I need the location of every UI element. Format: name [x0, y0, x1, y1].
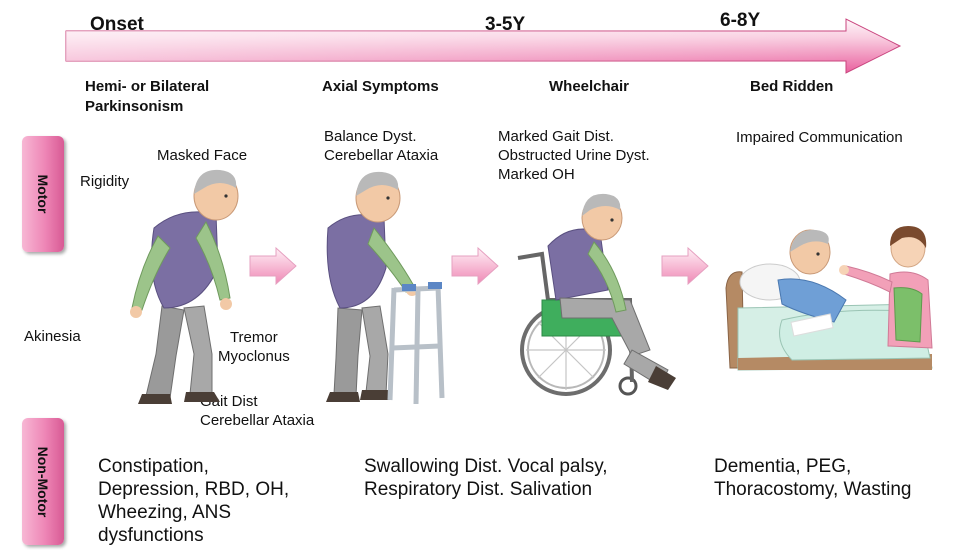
- nonmotor-tab-label: Non-Motor: [35, 446, 51, 517]
- bedridden-patient-illustration: [722, 218, 942, 388]
- timeline-mid-label: 3-5Y: [485, 14, 525, 36]
- stage-heading-wheelchair: Wheelchair: [549, 77, 629, 97]
- stage-heading-parkinsonism: Hemi- or Bilateral Parkinsonism: [85, 77, 209, 117]
- motor-tab-label: Motor: [35, 175, 51, 214]
- parkinsonism-patient-illustration: [120, 158, 260, 408]
- axial-patient-walker-illustration: [318, 158, 458, 408]
- wheelchair-patient-illustration: [500, 150, 690, 400]
- timeline-late-label: 6-8Y: [720, 10, 760, 32]
- nonmotor-mid: Swallowing Dist. Vocal palsy, Respirator…: [364, 455, 608, 501]
- nonmotor-early: Constipation, Depression, RBD, OH, Wheez…: [98, 455, 289, 547]
- motor-tab: Motor: [22, 136, 64, 252]
- motor-bed: Impaired Communication: [736, 128, 903, 147]
- stage-heading-bedridden: Bed Ridden: [750, 77, 833, 97]
- timeline-arrow: [0, 0, 960, 80]
- nonmotor-late: Dementia, PEG, Thoracostomy, Wasting: [714, 455, 911, 501]
- motor-akinesia: Akinesia: [24, 327, 81, 346]
- timeline-onset-label: Onset: [90, 14, 144, 36]
- stage-heading-axial: Axial Symptoms: [322, 77, 439, 97]
- nonmotor-tab: Non-Motor: [22, 418, 64, 545]
